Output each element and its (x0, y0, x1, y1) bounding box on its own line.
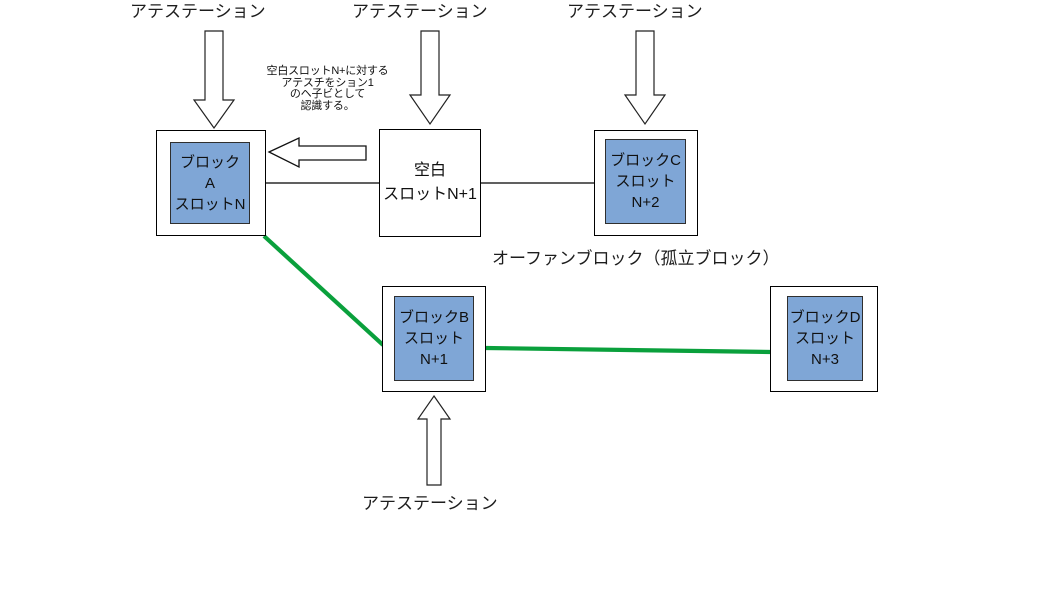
block-b-line-2: スロット (403, 330, 464, 347)
attestation-label-a: アテステーション (130, 2, 266, 21)
attestation-arrow-c-icon (623, 30, 667, 126)
block-empty-slot-line-1: 空白 (413, 162, 446, 179)
block-a-line-2: A (204, 174, 215, 192)
attestation-label-empty: アテステーション (352, 2, 488, 21)
orphan-block-caption: オーファンブロック（孤立ブロック） (492, 249, 780, 268)
attestation-label-b: アテステーション (362, 494, 498, 513)
recognition-note-line-4: 認識する。 (300, 99, 355, 112)
block-b[interactable]: ブロックB スロット N+1 (394, 296, 474, 381)
block-empty-slot-line-2: スロットN+1 (383, 186, 477, 203)
block-c-line-1: ブロックC (610, 152, 681, 169)
block-empty-slot[interactable]: 空白 スロットN+1 (379, 129, 481, 237)
attestation-label-c: アテステーション (567, 2, 703, 21)
block-c-line-3: N+2 (631, 194, 660, 211)
attestation-arrow-empty-icon (408, 30, 452, 126)
attestation-arrow-a-icon (192, 30, 236, 130)
block-b-line-3: N+1 (420, 351, 448, 368)
recognition-note: 空白スロットN+に対する アテスチをション1 のヘ子ビとして 認識する。 (255, 65, 400, 112)
chain-link-a-to-b (262, 234, 385, 347)
block-a-line-3: スロットN (174, 195, 246, 213)
recognition-note-line-2: アテスチをション1 (281, 76, 374, 89)
recognition-note-line-3: のヘ子ビとして (289, 88, 366, 100)
block-a[interactable]: ブロック A スロットN (170, 142, 250, 224)
block-d-line-1: ブロックD (789, 309, 861, 326)
attestation-arrow-b-icon (416, 394, 452, 486)
chain-link-b-to-d (485, 345, 772, 355)
block-d[interactable]: ブロックD スロット N+3 (787, 296, 863, 381)
block-c[interactable]: ブロックC スロット N+2 (605, 139, 686, 224)
block-a-line-1: ブロック (179, 153, 240, 171)
block-d-line-2: スロット (794, 330, 855, 347)
block-b-line-1: ブロックB (398, 309, 469, 326)
block-d-line-3: N+3 (811, 351, 839, 368)
recognition-arrow-icon (267, 136, 367, 169)
block-c-line-2: スロット (615, 173, 676, 190)
recognition-note-line-1: 空白スロットN+に対する (266, 65, 389, 77)
